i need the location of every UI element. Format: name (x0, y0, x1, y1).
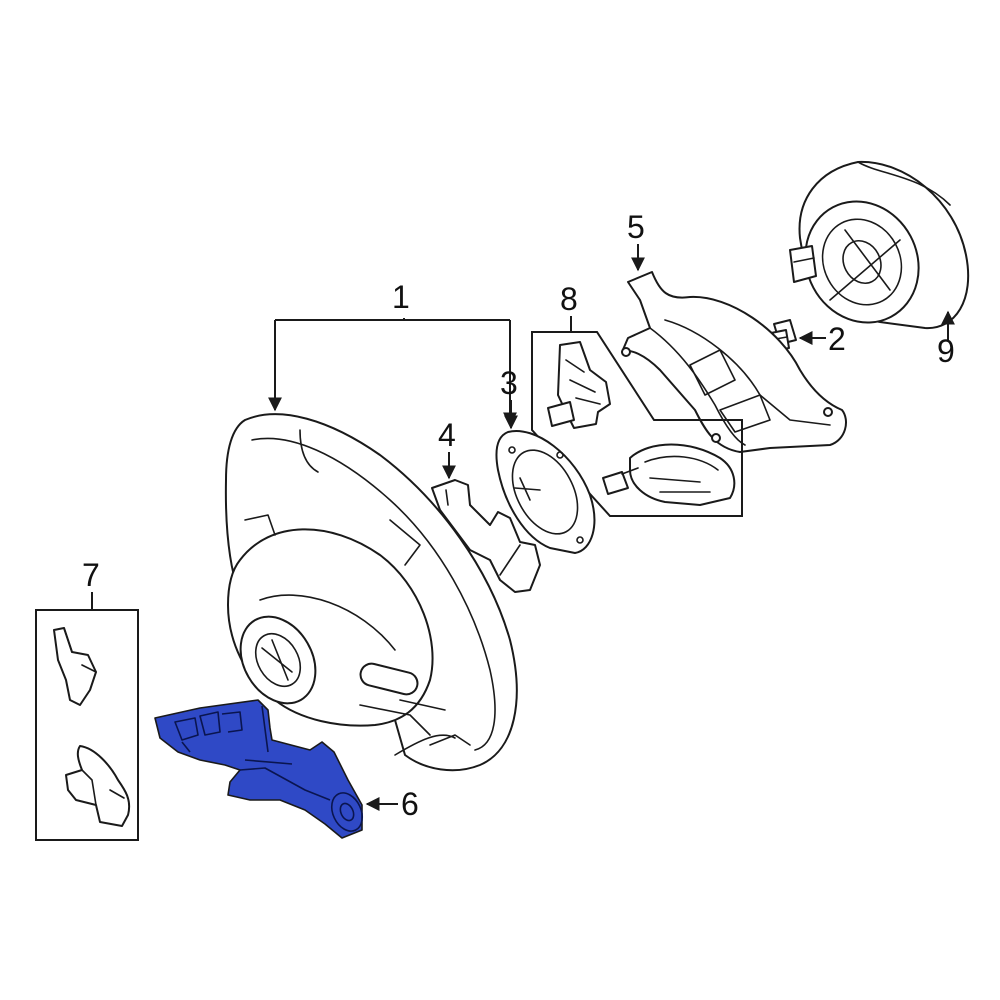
callout-6: 6 (401, 786, 419, 822)
callout-1: 1 (392, 279, 410, 315)
part-6-lower-trim-cover[interactable] (154, 699, 368, 839)
callout-7: 7 (82, 557, 100, 593)
part-4-bracket[interactable] (431, 479, 541, 593)
part-3-spacer-ring[interactable] (495, 429, 596, 554)
callout-8: 8 (560, 281, 578, 317)
callout-2: 2 (828, 321, 846, 357)
part-7-paddle-shifters[interactable] (35, 609, 139, 841)
part-5-rear-cover[interactable] (621, 271, 847, 453)
leader-1 (274, 318, 510, 425)
part-1-steering-wheel[interactable] (224, 413, 518, 772)
callout-4: 4 (438, 417, 456, 453)
callout-5: 5 (627, 209, 645, 245)
part-9-clock-spring[interactable] (784, 160, 970, 343)
callout-3: 3 (500, 365, 518, 401)
callout-9: 9 (937, 333, 955, 369)
